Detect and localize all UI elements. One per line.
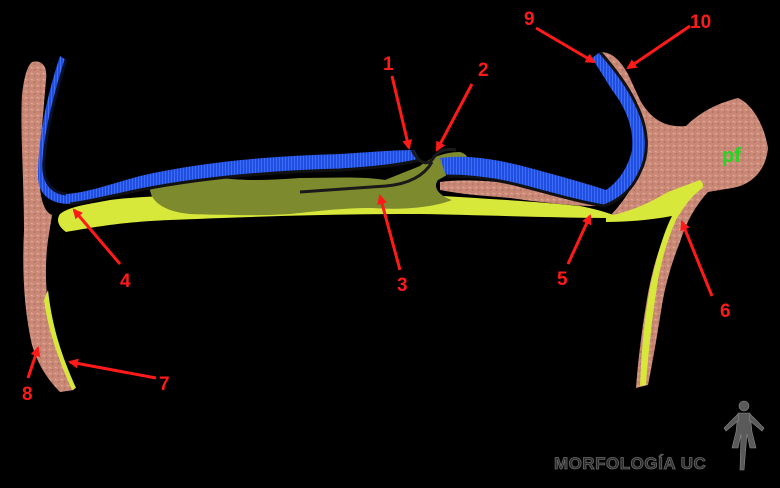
central-cleft	[299, 147, 457, 194]
arrow-5	[566, 214, 592, 265]
label-7: 7	[159, 374, 170, 395]
label-2: 2	[478, 60, 489, 81]
arrow-1	[390, 75, 413, 150]
label-8: 8	[22, 384, 33, 405]
label-4: 4	[120, 271, 131, 292]
blue-epithelium-right	[440, 52, 647, 206]
membrane-outline-right	[445, 51, 648, 208]
arrow-7	[68, 358, 157, 380]
left-connective-tissue	[21, 61, 74, 393]
watermark-text: MORFOLOGÍA UC	[554, 454, 706, 473]
annotation-arrows	[26, 24, 714, 380]
membrane-outline-bottom	[69, 158, 421, 206]
olive-mass	[150, 152, 468, 216]
right-connective-tissue	[600, 52, 768, 388]
label-9: 9	[524, 9, 535, 30]
arrow-9	[535, 26, 596, 64]
human-figure-icon	[723, 400, 765, 471]
arrow-2	[435, 83, 474, 152]
arrow-8	[26, 346, 41, 379]
label-3: 3	[397, 275, 408, 296]
label-6: 6	[720, 301, 731, 322]
arrow-10	[626, 24, 691, 70]
pf-label: pf	[722, 145, 741, 167]
arrow-3	[377, 194, 402, 271]
right-yellow-lining	[606, 180, 703, 386]
membrane-outline-left	[42, 59, 68, 196]
label-1: 1	[383, 54, 394, 75]
arrow-6	[680, 220, 714, 297]
label-10: 10	[690, 12, 711, 33]
arrow-4	[72, 208, 122, 265]
label-5: 5	[557, 269, 568, 290]
subepithelial-pink	[440, 180, 598, 206]
blue-epithelium-left	[38, 56, 420, 204]
left-yellow-edge	[44, 290, 76, 390]
